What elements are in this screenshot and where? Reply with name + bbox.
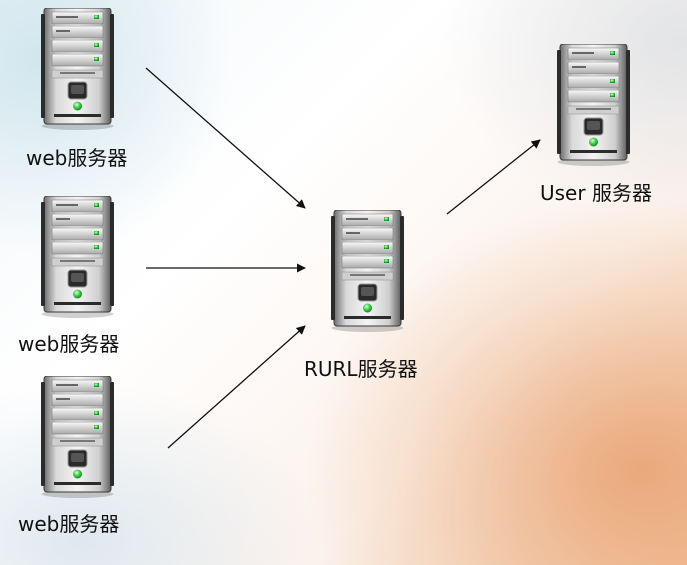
user-server (556, 44, 631, 166)
web-server-3 (40, 376, 115, 498)
web-server-2-label: web服务器 (18, 332, 120, 356)
arrow-web1-to-rurl (145, 67, 306, 209)
user-server-label: User 服务器 (540, 181, 652, 205)
server-icon (331, 210, 404, 332)
server-icon (41, 8, 114, 130)
web-server-1-label: web服务器 (26, 146, 128, 170)
web-server-1 (40, 8, 115, 130)
server-icon (41, 376, 114, 498)
rurl-server-label: RURL服务器 (304, 357, 418, 381)
rurl-server (330, 210, 405, 332)
server-icon (41, 196, 114, 318)
server-icon (557, 44, 630, 166)
arrow-web3-to-rurl (167, 325, 306, 449)
web-server-2 (40, 196, 115, 318)
web-server-3-label: web服务器 (18, 512, 120, 536)
arrow-rurl-to-user (446, 139, 541, 215)
